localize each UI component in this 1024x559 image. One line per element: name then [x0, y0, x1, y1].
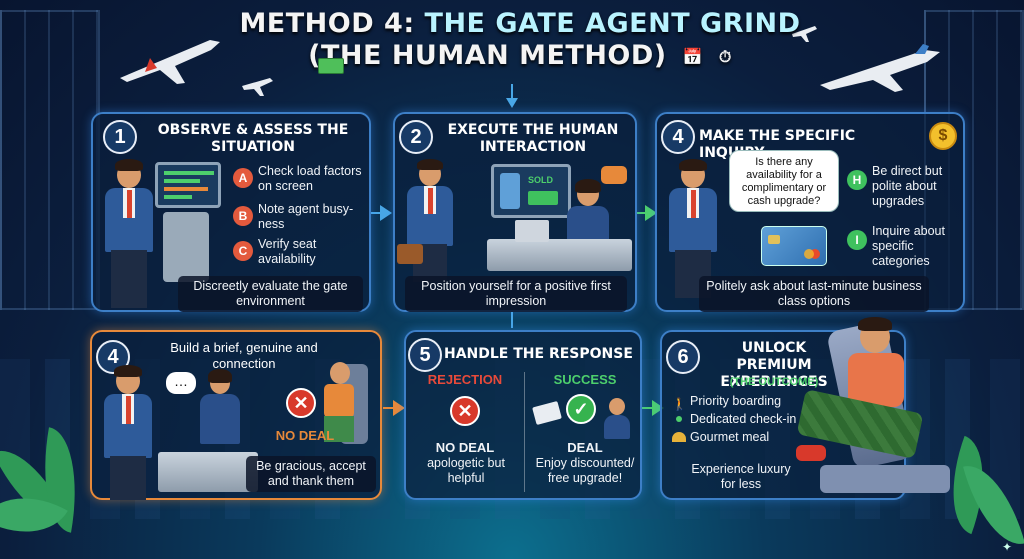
- rejection-text: apologetic but helpful: [427, 456, 505, 485]
- benefit-item: Gourmet meal: [690, 430, 770, 444]
- benefit-item: Dedicated check-in: [690, 412, 797, 426]
- kiosk: [163, 212, 209, 282]
- badge-c: C: [233, 241, 253, 261]
- background-window-left: [0, 10, 100, 310]
- coin-icon: $: [929, 122, 957, 150]
- step-number: 5: [408, 338, 442, 372]
- rejection-x-icon: ✕: [286, 388, 316, 418]
- inquiry-item-h: Be direct but polite about upgrades: [872, 164, 943, 208]
- connector-arrow: [645, 205, 657, 221]
- title-line-1: METHOD 4: THE GATE AGENT GRIND: [200, 8, 840, 40]
- observe-item-b: Note agent busy-ness: [258, 202, 354, 231]
- inquiry-item-i: Inquire about specific categories: [872, 224, 945, 268]
- panel-title: Build a brief, genuine and connection: [170, 340, 318, 371]
- chat-icon: [601, 166, 627, 184]
- panel-handle-response: 5 HANDLE THE RESPONSE REJECTION ✕ NO DEA…: [404, 330, 642, 500]
- success-text: Enjoy discounted/ free upgrade!: [535, 456, 635, 485]
- panel-specific-inquiry: 4 MAKE THE SPECIFIC INQUIRY $ Is there a…: [655, 112, 965, 312]
- money-icon: [318, 58, 344, 74]
- rejection-label: REJECTION: [427, 372, 503, 387]
- badge-b: B: [233, 206, 253, 226]
- clock-icon: ⏱: [718, 46, 732, 66]
- seat-map-screen: SOLD: [491, 164, 571, 218]
- badge-h: H: [847, 170, 867, 190]
- walking-icon: 🚶: [672, 397, 687, 411]
- title-line-2: (THE HUMAN METHOD) 📅 ⏱: [200, 40, 840, 73]
- airplane-icon: [242, 78, 273, 96]
- gate-agent-figure: [602, 398, 632, 439]
- connector-line: [642, 407, 654, 409]
- traveler-figure: [403, 159, 457, 282]
- panel-title: EXECUTE THE HUMAN INTERACTION: [447, 122, 619, 155]
- badge-i: I: [847, 230, 867, 250]
- panel-title: UNLOCK PREMIUM EXPERIENCES: [720, 340, 828, 390]
- connector-line: [511, 84, 513, 100]
- no-deal-label: NO DEAL: [275, 428, 335, 443]
- step-number: 4: [661, 120, 695, 154]
- connector-line: [370, 212, 382, 214]
- panel-observe-assess: 1 OBSERVE & ASSESS THE SITUATION A Check…: [91, 112, 371, 312]
- connector-line: [635, 212, 647, 214]
- credit-card: [761, 226, 827, 266]
- upgrade-ticket: [532, 400, 562, 426]
- panel-title: HANDLE THE RESPONSE: [444, 346, 633, 362]
- gate-agent-figure: [198, 369, 242, 452]
- panel-caption: Experience luxury for less: [691, 462, 791, 491]
- gate-desk: [487, 239, 632, 271]
- cloche-icon: [672, 432, 686, 442]
- plant-right: [928, 420, 1024, 559]
- step-number: 1: [103, 120, 137, 154]
- airplane-icon: [120, 40, 220, 84]
- step-number: 6: [666, 340, 700, 374]
- traveler-figure: [663, 159, 723, 302]
- no-deal-label: NO DEAL: [435, 440, 495, 455]
- traveler-figure: [100, 365, 156, 500]
- connector-arrow: [380, 205, 392, 221]
- sparkle-icon: ✦: [1002, 540, 1013, 554]
- panel-title: OBSERVE & ASSESS THE SITUATION: [157, 122, 349, 155]
- success-check-icon: ✓: [566, 394, 596, 424]
- inquiry-speech-bubble: Is there any availability for a complime…: [729, 150, 839, 212]
- panel-caption: Discreetly evaluate the gate environment: [178, 276, 363, 312]
- airplane-icon: [792, 26, 817, 42]
- step-number: 2: [399, 120, 433, 154]
- bullet-icon: [676, 416, 682, 422]
- connector-line: [511, 312, 513, 328]
- connector-line: [383, 407, 395, 409]
- calendar-icon: 📅: [682, 46, 703, 66]
- panel-subtitle: (THE OUTCOME): [729, 376, 819, 388]
- title-main: THE GATE AGENT GRIND: [424, 8, 801, 39]
- observe-item-a: Check load factors on screen: [258, 164, 362, 193]
- rejection-x-icon: ✕: [450, 396, 480, 426]
- sold-label: SOLD: [528, 175, 554, 185]
- airplane-icon: [820, 44, 940, 92]
- success-label: SUCCESS: [553, 372, 617, 387]
- panel-caption: Politely ask about last-minute business …: [699, 276, 929, 312]
- traveler-figure: [99, 159, 159, 312]
- gate-desk: [158, 452, 258, 492]
- panel-human-interaction: 2 EXECUTE THE HUMAN INTERACTION SOLD Pos…: [393, 112, 637, 312]
- load-factor-screen: [155, 162, 221, 208]
- plant-left: [0, 420, 100, 559]
- panel-build-connection: 4 Build a brief, genuine and connection …: [90, 330, 382, 500]
- title-subtitle: (THE HUMAN METHOD): [308, 40, 667, 71]
- seated-passenger-figure: [322, 358, 372, 448]
- laptop: [515, 220, 549, 242]
- chat-bubble-icon: …: [166, 372, 196, 394]
- deal-label: DEAL: [567, 440, 603, 455]
- connector-arrow: [506, 98, 518, 108]
- panel-caption: Be gracious, accept and thank them: [246, 456, 376, 492]
- panel-caption: Position yourself for a positive first i…: [405, 276, 627, 312]
- badge-a: A: [233, 168, 253, 188]
- reclining-passenger: [796, 315, 960, 505]
- title-prefix: METHOD 4:: [239, 8, 415, 39]
- observe-item-c: Verify seat availability: [258, 237, 317, 266]
- page-title: METHOD 4: THE GATE AGENT GRIND (THE HUMA…: [200, 8, 840, 73]
- briefcase: [397, 244, 423, 264]
- benefit-item: Priority boarding: [690, 394, 782, 408]
- connector-arrow: [393, 400, 405, 416]
